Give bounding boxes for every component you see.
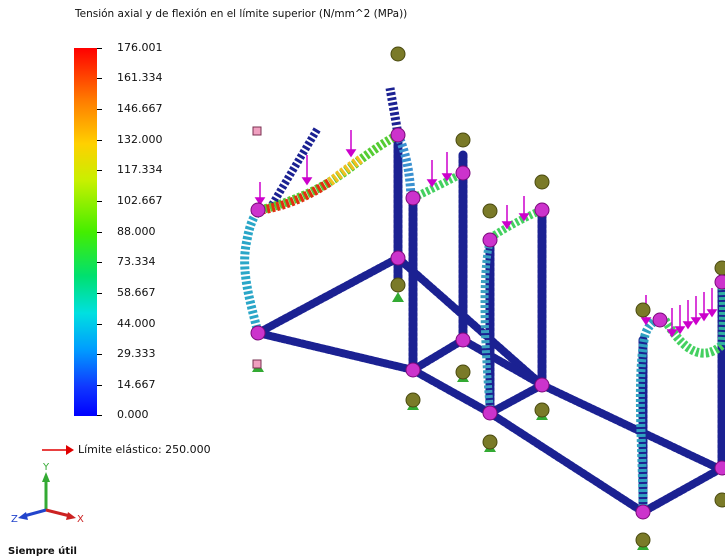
legend-tick — [97, 262, 102, 263]
legend-tick — [97, 109, 102, 110]
triad-x-label: X — [77, 514, 84, 525]
stressed-beam-far-right — [661, 317, 725, 358]
stressed-beam-mid-segment — [327, 154, 365, 186]
curved-post-far-right — [717, 279, 725, 346]
legend-tick-label: 73.334 — [117, 255, 156, 268]
yield-strength-marker: Límite elástico: 250.000 — [40, 443, 270, 457]
legend-tick — [97, 78, 102, 79]
legend-title: Tensión axial y de flexión en el límite … — [75, 8, 408, 20]
legend-tick-label: 146.667 — [117, 102, 163, 115]
triad-y-label: Y — [42, 462, 50, 473]
legend-tick-label: 161.334 — [117, 71, 163, 84]
curved-post — [393, 133, 416, 199]
load-arrows — [254, 130, 718, 338]
legend-tick — [97, 354, 102, 355]
legend-tick — [97, 385, 102, 386]
yield-arrow-icon — [42, 445, 74, 455]
color-scale-bar — [74, 48, 97, 416]
probe-marker — [252, 359, 262, 369]
curved-column-middle — [480, 239, 494, 414]
legend-tick — [97, 170, 102, 171]
legend-tick-label: 58.667 — [117, 286, 156, 299]
legend-tick-label: 0.000 — [117, 408, 149, 421]
yield-strength-label: Límite elástico: 250.000 — [78, 443, 211, 456]
frame-posts — [393, 130, 725, 517]
legend-tick-label: 176.001 — [117, 41, 163, 54]
stressed-beam-right — [487, 206, 544, 242]
legend-tick — [97, 415, 102, 416]
upper-post — [385, 87, 403, 136]
legend-tick — [97, 293, 102, 294]
axis-triad: Y Z X — [11, 462, 84, 525]
legend-tick-label: 44.000 — [117, 317, 156, 330]
legend-tick — [97, 140, 102, 141]
stressed-beam-top — [258, 130, 401, 215]
curved-column-left — [240, 205, 263, 335]
frame-beams — [254, 254, 725, 516]
legend-tick — [97, 201, 102, 202]
legend-tick — [97, 324, 102, 325]
legend-tick-label: 102.667 — [117, 194, 163, 207]
fixtures — [252, 292, 649, 550]
legend-tick — [97, 48, 102, 49]
legend-tick-label: 88.000 — [117, 225, 156, 238]
legend-tick — [97, 232, 102, 233]
probe-marker — [252, 126, 262, 136]
legend-tick-label: 132.000 — [117, 133, 163, 146]
stressed-beam-max-segment — [261, 178, 333, 215]
triad-z-label: Z — [11, 514, 18, 525]
legend-tick-label: 14.667 — [117, 378, 156, 391]
joints — [250, 127, 725, 520]
z-axis-icon — [23, 508, 47, 518]
legend-tick-label: 117.334 — [117, 163, 163, 176]
stressed-beam-middle — [411, 169, 465, 202]
legend-tick-label: 29.333 — [117, 347, 156, 360]
x-axis-icon — [45, 508, 71, 518]
footer-text: Siempre útil — [8, 546, 77, 557]
